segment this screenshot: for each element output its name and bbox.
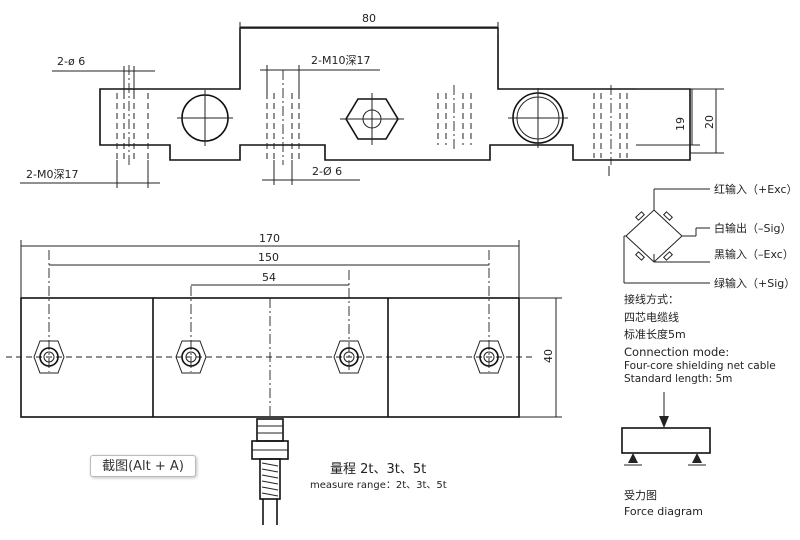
wiring-diagram: 红输入（+Exc） 白输出（–Sig） 黑输入（–Exc） 绿输入（+Sig）: [623, 182, 798, 290]
force-cn: 受力图: [624, 489, 657, 502]
range-en: measure range：2t、3t、5t: [310, 480, 447, 491]
cable-connector: [251, 418, 289, 525]
mode-en: Connection mode:: [624, 345, 729, 359]
dim-40: 40: [519, 297, 562, 418]
front-bolt-hole-2: [175, 340, 207, 374]
connection-notes: 接线方式： 四芯电缆线 标准长度5m Connection mode: Four…: [624, 292, 776, 385]
centre-hex-nut: [340, 93, 404, 145]
dim-2-m10-label: 2-M10深17: [311, 54, 370, 67]
dim-80: 80: [239, 12, 499, 34]
dim-170: 170: [20, 232, 520, 298]
dim-54: 54: [191, 271, 349, 286]
support-left: [628, 453, 638, 463]
range-cn: 量程 2t、3t、5t: [330, 462, 426, 477]
dim-2-m10: 2-M10深17: [260, 54, 380, 93]
dim-150-label: 150: [258, 251, 279, 264]
front-bolt-hole-4: [473, 340, 505, 374]
cable-cn: 四芯电缆线: [624, 310, 679, 324]
length-en: Standard length: 5m: [624, 373, 732, 385]
top-centre-lines: [128, 65, 612, 165]
dim-19-label: 19: [674, 117, 687, 131]
right-round-hole: [508, 88, 568, 148]
dim-2-m0: 2-M0深17: [20, 160, 160, 188]
dim-54-label: 54: [262, 271, 276, 284]
dim-20-label: 20: [703, 115, 716, 129]
dim-19: 19: [636, 88, 700, 146]
support-right: [692, 453, 702, 463]
force-diagram: 受力图 Force diagram: [621, 392, 711, 518]
front-bolt-hole-1: [33, 340, 65, 374]
mode-cn: 接线方式：: [624, 292, 679, 306]
wire-label-green: 绿输入（+Sig）: [714, 276, 795, 290]
dim-170-label: 170: [259, 232, 280, 245]
screenshot-tooltip: 截图(Alt + A): [90, 455, 196, 477]
dim-2-phi6-top: 2-ø 6: [52, 55, 155, 93]
front-bolt-hole-3: [333, 340, 365, 374]
wire-label-red: 红输入（+Exc）: [714, 182, 798, 196]
dim-2-phi6-bottom: 2-Ø 6: [262, 160, 360, 185]
force-arrow-head: [659, 416, 669, 428]
dim-2-phi6-bottom-label: 2-Ø 6: [312, 165, 342, 178]
cable-en: Four-core shielding net cable: [624, 360, 776, 372]
dim-40-label: 40: [542, 349, 555, 363]
dim-150: 150: [49, 251, 489, 266]
wire-label-black: 黑输入（–Exc）: [714, 247, 794, 261]
front-view: 170 150 54 40: [6, 232, 562, 418]
force-en: Force diagram: [624, 505, 703, 518]
wire-label-white: 白输出（–Sig）: [714, 221, 792, 235]
dim-80-label: 80: [362, 12, 376, 25]
top-dashed-holes: [116, 93, 628, 160]
dim-2-phi6-top-label: 2-ø 6: [57, 55, 85, 68]
top-view: 80 2-ø 6 2-M10深17 2-M0深17 2-Ø 6: [20, 12, 724, 188]
length-cn: 标准长度5m: [624, 327, 686, 341]
left-round-hole: [177, 90, 233, 146]
force-beam: [621, 427, 711, 454]
dim-2-m0-label: 2-M0深17: [26, 168, 78, 181]
dim-20: 20: [690, 88, 724, 154]
